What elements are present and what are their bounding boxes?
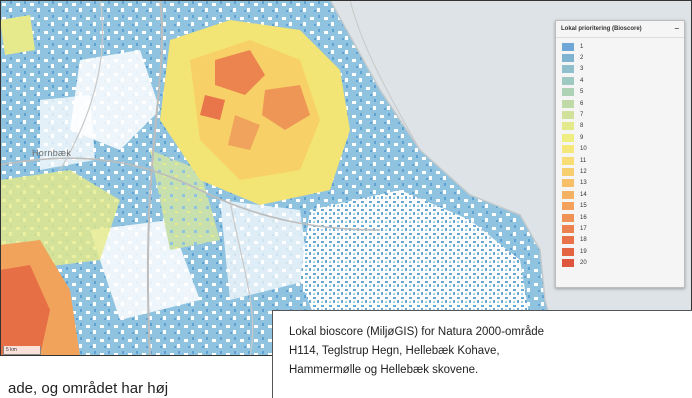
legend-label: 6 [580,100,584,107]
legend-label: 3 [580,66,584,73]
bioscore-map[interactable]: Hornbæk Lokal prioritering (Bioscore) − … [0,0,692,356]
legend-item: 1 [562,41,678,52]
legend-label: 9 [580,134,584,141]
legend-label: 17 [580,225,587,232]
legend-swatch [562,247,574,256]
legend-item: 11 [562,155,678,166]
legend-label: 5 [580,89,584,96]
legend-label: 19 [580,248,587,255]
legend-label: 7 [580,112,584,119]
legend-label: 20 [580,260,587,267]
legend-item: 2 [562,52,678,63]
legend-item: 4 [562,75,678,86]
legend-label: 8 [580,123,584,130]
legend-label: 18 [580,237,587,244]
legend-item: 16 [562,212,678,223]
legend-label: 4 [580,77,584,84]
legend-swatch [562,99,574,108]
legend-item: 10 [562,144,678,155]
legend-swatch [562,236,574,245]
legend-label: 15 [580,203,587,210]
legend-swatch [562,213,574,222]
legend-item: 19 [562,246,678,257]
legend-swatch [562,156,574,165]
legend-item: 17 [562,223,678,234]
legend-item: 20 [562,257,678,268]
legend-swatch [562,54,574,63]
body-text: ade, og området har høj [8,380,169,397]
legend-swatch [562,111,574,120]
legend-item: 18 [562,235,678,246]
legend-swatch [562,42,574,51]
legend-label: 1 [580,43,584,50]
legend-label: 13 [580,180,587,187]
legend-swatch [562,190,574,199]
legend-swatch [562,259,574,268]
legend-item: 14 [562,189,678,200]
legend-item: 15 [562,200,678,211]
legend-swatch [562,133,574,142]
legend-label: 11 [580,157,587,164]
legend-header: Lokal prioritering (Bioscore) − [556,21,684,38]
legend-swatch [562,122,574,131]
legend-item: 13 [562,178,678,189]
legend-item: 7 [562,109,678,120]
legend-label: 12 [580,168,587,175]
caption-line-1: Lokal bioscore (MiljøGIS) for Natura 200… [289,326,545,338]
legend-swatch [562,65,574,74]
caption-line-2: H114, Teglstrup Hegn, Hellebæk Kohave, [289,345,500,357]
caption-line-3: Hammermølle og Hellebæk skovene. [289,364,479,376]
scale-bar: 5 km [3,346,41,355]
minus-icon[interactable]: − [674,24,679,33]
legend-label: 10 [580,146,587,153]
legend-label: 2 [580,55,584,62]
legend-swatch [562,179,574,188]
legend-item: 3 [562,64,678,75]
place-label: Hornbæk [32,148,72,158]
legend-swatch [562,224,574,233]
legend-item: 5 [562,87,678,98]
legend-item: 9 [562,132,678,143]
legend-swatch [562,76,574,85]
legend-item: 6 [562,98,678,109]
legend-label: 16 [580,214,587,221]
legend-item: 8 [562,121,678,132]
legend-label: 14 [580,191,587,198]
map-caption: Lokal bioscore (MiljøGIS) for Natura 200… [272,310,692,398]
legend-swatch [562,88,574,97]
legend-swatch [562,167,574,176]
legend-swatch [562,145,574,154]
legend-swatch [562,202,574,211]
legend-item: 12 [562,166,678,177]
legend-title: Lokal prioritering (Bioscore) [561,26,642,32]
